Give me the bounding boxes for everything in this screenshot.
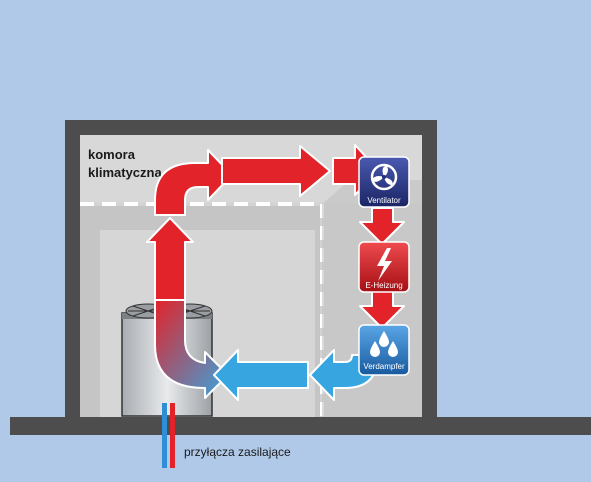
warm-arrow-up-lower xyxy=(146,217,194,301)
chamber-label-line2: klimatyczna xyxy=(88,165,162,180)
ground-slab xyxy=(10,417,591,435)
cold-arrow-left-1 xyxy=(213,349,309,401)
fan-icon xyxy=(370,163,398,191)
warm-arrow-down-1 xyxy=(359,207,405,245)
pipe-blue xyxy=(162,403,167,468)
mixed-air-curve xyxy=(154,299,229,399)
water-drops-icon xyxy=(370,331,398,357)
warm-air-flow xyxy=(146,144,405,329)
lightning-icon xyxy=(377,248,392,281)
e-heizung-component: E-Heizung xyxy=(358,241,410,293)
supply-label: przyłącza zasilające xyxy=(184,445,291,459)
ventilator-component: Ventilator xyxy=(358,156,410,208)
warm-arrow-right-top xyxy=(221,145,331,197)
verdampfer-label: Verdampfer xyxy=(363,362,405,371)
e-heizung-label: E-Heizung xyxy=(365,281,402,290)
supply-pipes xyxy=(162,403,175,468)
chamber-label-line1: komora xyxy=(88,147,136,162)
verdampfer-component: Verdampfer xyxy=(358,324,410,376)
ventilator-label: Ventilator xyxy=(367,196,401,205)
pipe-red xyxy=(170,403,175,468)
